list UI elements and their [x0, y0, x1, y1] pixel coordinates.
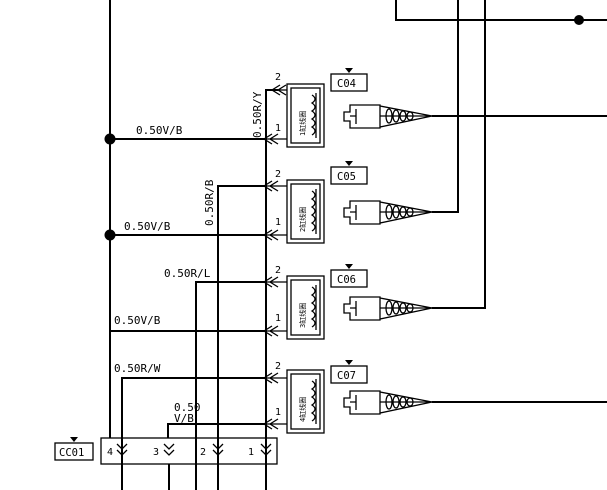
connector-marker-icon [345, 68, 353, 73]
label-0-50vb-3: 0.50V/B [114, 314, 161, 327]
ignition-coil-3: 2 1 3缸线圈 [262, 265, 325, 340]
pin-number: 2 [275, 265, 281, 276]
connector-c05: C05 [330, 161, 368, 185]
connector-marker-icon [345, 264, 353, 269]
connector-label: C06 [337, 274, 356, 286]
hv-lead-2 [432, 0, 459, 213]
spark-plug-4 [343, 390, 433, 415]
connector-c07: C07 [330, 360, 368, 384]
coil-caption: 3缸线圈 [298, 303, 307, 328]
pin-arrow [212, 443, 224, 456]
label-0-50vb-1: 0.50V/B [136, 124, 183, 137]
pin-arrow [262, 180, 287, 192]
pin-arrow [163, 443, 175, 456]
pin-number: 1 [275, 217, 281, 228]
coil-inner [290, 373, 321, 430]
wire-rb-coil2 [217, 185, 266, 490]
coil-caption: 2缸线圈 [298, 207, 307, 232]
coil-caption: 1缸线圈 [298, 111, 307, 136]
pin-number: 1 [275, 313, 281, 324]
coil-winding-icon [310, 189, 317, 234]
coil-winding-icon [310, 379, 317, 424]
ignition-coil-2: 2 1 2缸线圈 [262, 169, 325, 244]
pin-arrow [260, 443, 272, 456]
connector-tag [330, 166, 368, 185]
plug-body-icon [343, 104, 381, 129]
pin-arrow [262, 372, 287, 384]
coil-caption: 4缸线圈 [298, 397, 307, 422]
spark-plug-1 [343, 104, 433, 129]
junction-dot [574, 15, 584, 25]
wire-ry-coil1 [265, 89, 278, 490]
connector-tag [330, 269, 368, 288]
wire-rl-coil3 [195, 281, 266, 490]
label-0-50rb: 0.50R/B [203, 179, 216, 226]
connector-marker-icon [70, 437, 78, 442]
label-0-50rw: 0.50R/W [114, 362, 161, 375]
connector-tag [330, 73, 368, 92]
plug-body-icon [343, 296, 381, 321]
plug-body-icon [343, 390, 381, 415]
connector-label: CC01 [59, 447, 84, 459]
label-0-50rl: 0.50R/L [164, 267, 211, 280]
coil-box [286, 179, 325, 244]
pin-number: 2 [275, 169, 281, 180]
pin-arrow [262, 276, 287, 288]
label-0-50ry: 0.50R/Y [251, 91, 264, 138]
harness-pin-number: 4 [107, 447, 113, 458]
top-frame-wire [395, 0, 607, 21]
connector-marker-icon [345, 161, 353, 166]
coil-box [286, 369, 325, 434]
label-0-50: 0.50 [174, 401, 201, 414]
harness-body [100, 437, 278, 465]
pin-number: 1 [275, 123, 281, 134]
harness-pin-number: 3 [153, 447, 159, 458]
pin-arrow [262, 229, 287, 241]
spark-plug-3 [343, 296, 433, 321]
harness-pin-number: 2 [200, 447, 206, 458]
pin-number: 2 [275, 361, 281, 372]
coil-winding-icon [310, 93, 317, 138]
connector-c04: C04 [330, 68, 368, 92]
pin-number: 1 [275, 407, 281, 418]
connector-marker-icon [345, 360, 353, 365]
connector-label: C04 [337, 78, 356, 90]
label-vb: V/B [174, 412, 194, 425]
coil-inner [290, 183, 321, 240]
connector-tag [54, 442, 94, 461]
ignition-coil-1: 2 1 1缸线圈 [262, 72, 325, 148]
spark-plug-2 [343, 200, 433, 225]
pin-arrow [116, 443, 128, 456]
hv-lead-3 [432, 0, 486, 309]
plug-body-icon [343, 200, 381, 225]
connector-label: C07 [337, 370, 356, 382]
pin-arrow [270, 84, 287, 96]
coil-inner [290, 87, 321, 144]
coil-box [286, 275, 325, 340]
ignition-coil-4: 2 1 4缸线圈 [262, 361, 325, 434]
pin-arrow [262, 133, 287, 145]
label-0-50vb-2: 0.50V/B [124, 220, 171, 233]
pin-arrow [262, 325, 287, 337]
coil-inner [290, 279, 321, 336]
pin-number: 2 [275, 72, 281, 83]
connector-tag [330, 365, 368, 384]
coil-box [286, 83, 325, 148]
connector-label: C05 [337, 171, 356, 183]
harness-pin-number: 1 [248, 447, 254, 458]
harness-connector-cc01: CC01 4 3 2 1 [54, 437, 278, 465]
wire-rw-coil4 [121, 377, 266, 490]
pin-arrow [262, 418, 287, 430]
connector-c06: C06 [330, 264, 368, 288]
coil-winding-icon [310, 285, 317, 330]
wire-vb-coil4 [167, 423, 266, 432]
